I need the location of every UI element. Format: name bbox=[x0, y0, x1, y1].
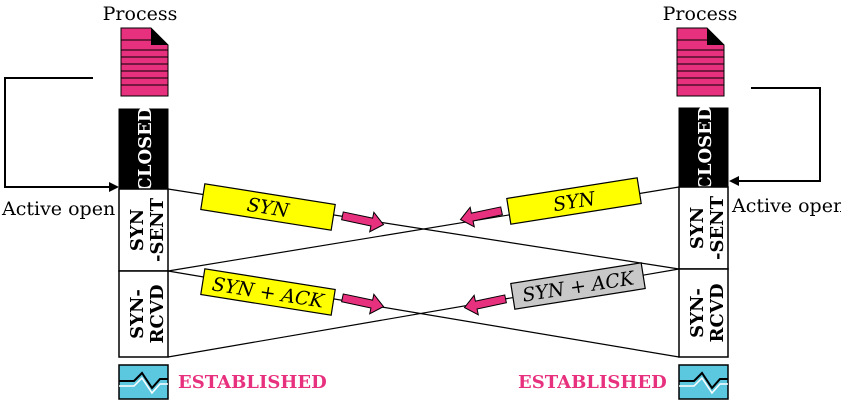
left-arrow-icon bbox=[459, 206, 503, 228]
right-state-syn-sent-label: SYN-SENT bbox=[687, 195, 728, 260]
state-label-line: RCVD bbox=[707, 284, 728, 343]
left-state-syn-rcvd bbox=[118, 270, 169, 358]
left-state-syn-sent-label: SYN-SENT bbox=[127, 197, 168, 262]
left-state-syn-sent bbox=[118, 188, 169, 272]
right-arrow-icon bbox=[341, 211, 385, 233]
state-label-line: CLOSED bbox=[695, 106, 716, 191]
right-syn-segment: SYN bbox=[506, 177, 642, 225]
left-process-label: Process bbox=[103, 3, 178, 25]
state-label-line: RCVD bbox=[147, 285, 168, 344]
left-arrow-icon bbox=[463, 294, 507, 316]
state-label-line: SYN bbox=[127, 209, 148, 251]
right-arrow-icon bbox=[341, 293, 385, 315]
left-active-open-label: Active open bbox=[1, 198, 115, 220]
right-syn-ack-segment: SYN + ACK bbox=[510, 262, 646, 310]
right-state-syn-sent bbox=[678, 186, 729, 270]
left-document-icon bbox=[120, 27, 169, 97]
state-label-line: SYN- bbox=[687, 288, 708, 338]
right-established-icon bbox=[678, 364, 729, 400]
right-document-icon bbox=[676, 27, 725, 97]
right-state-syn-rcvd bbox=[678, 268, 729, 358]
state-label-line: -SENT bbox=[707, 195, 728, 260]
left-syn-segment: SYN bbox=[200, 183, 336, 231]
left-state-closed-label: CLOSED bbox=[135, 107, 156, 192]
right-state-syn-rcvd-label: SYN-RCVD bbox=[687, 284, 728, 343]
left-established-label: ESTABLISHED bbox=[178, 372, 327, 393]
right-active-open-label: Active open bbox=[731, 195, 841, 217]
right-state-closed-label: CLOSED bbox=[695, 106, 716, 191]
left-state-syn-rcvd-label: SYN-RCVD bbox=[127, 285, 168, 344]
right-active-open-arrow bbox=[729, 87, 821, 186]
state-label-line: -SENT bbox=[147, 197, 168, 262]
state-label-line: CLOSED bbox=[135, 107, 156, 192]
left-syn-ack-segment: SYN + ACK bbox=[200, 268, 336, 316]
left-active-open-arrow bbox=[4, 77, 119, 192]
state-label-line: SYN bbox=[687, 207, 708, 249]
state-label-line: SYN- bbox=[127, 289, 148, 339]
left-established-icon bbox=[118, 364, 169, 400]
right-process-label: Process bbox=[663, 3, 738, 25]
right-established-label: ESTABLISHED bbox=[518, 372, 667, 393]
